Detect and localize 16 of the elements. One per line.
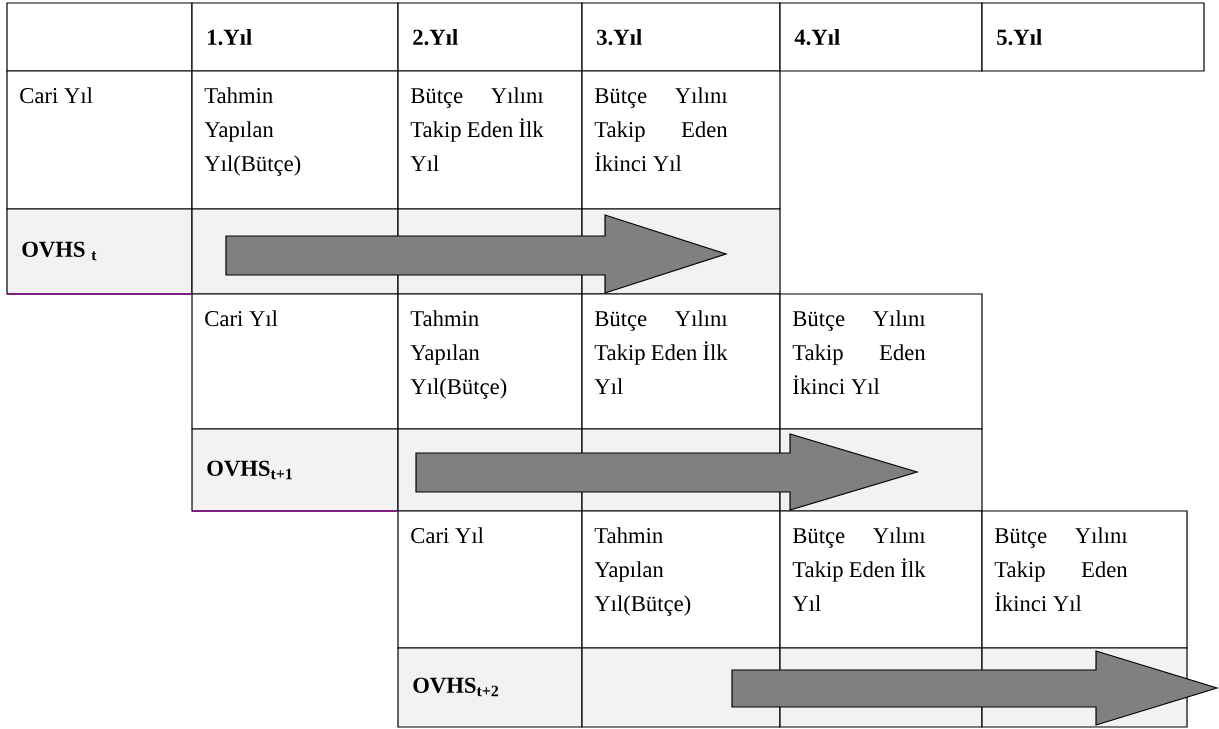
table-cell: 1.Yıl xyxy=(191,2,399,72)
table-cell: Tahmin Yapılan Yıl(Bütçe) xyxy=(397,293,583,430)
table-cell: Bütçe Yılını Takip Eden İlk Yıl xyxy=(581,293,781,430)
table-cell: Tahmin Yapılan Yıl(Bütçe) xyxy=(581,510,781,649)
table-cell: OVHS$_{t+1}$ xyxy=(191,428,399,512)
table-cell: 3.Yıl xyxy=(581,2,781,72)
table-cell: Bütçe Yılını Takip Eden İkinci Yıl xyxy=(779,293,983,430)
table-cell: OVHS$_{t+2}$ xyxy=(397,647,583,728)
table-cell: 2.Yıl xyxy=(397,2,583,72)
table-cell: OVHS $_{t}$ xyxy=(6,208,193,295)
table-cell: Cari Yıl xyxy=(397,510,583,649)
table-cell: Cari Yıl xyxy=(191,293,399,430)
table-cell: 5.Yıl xyxy=(981,2,1205,72)
table-cell: Bütçe Yılını Takip Eden İkinci Yıl xyxy=(981,510,1188,649)
table-cell: 4.Yıl xyxy=(779,2,983,72)
table-cell: Bütçe Yılını Takip Eden İlk Yıl xyxy=(779,510,983,649)
